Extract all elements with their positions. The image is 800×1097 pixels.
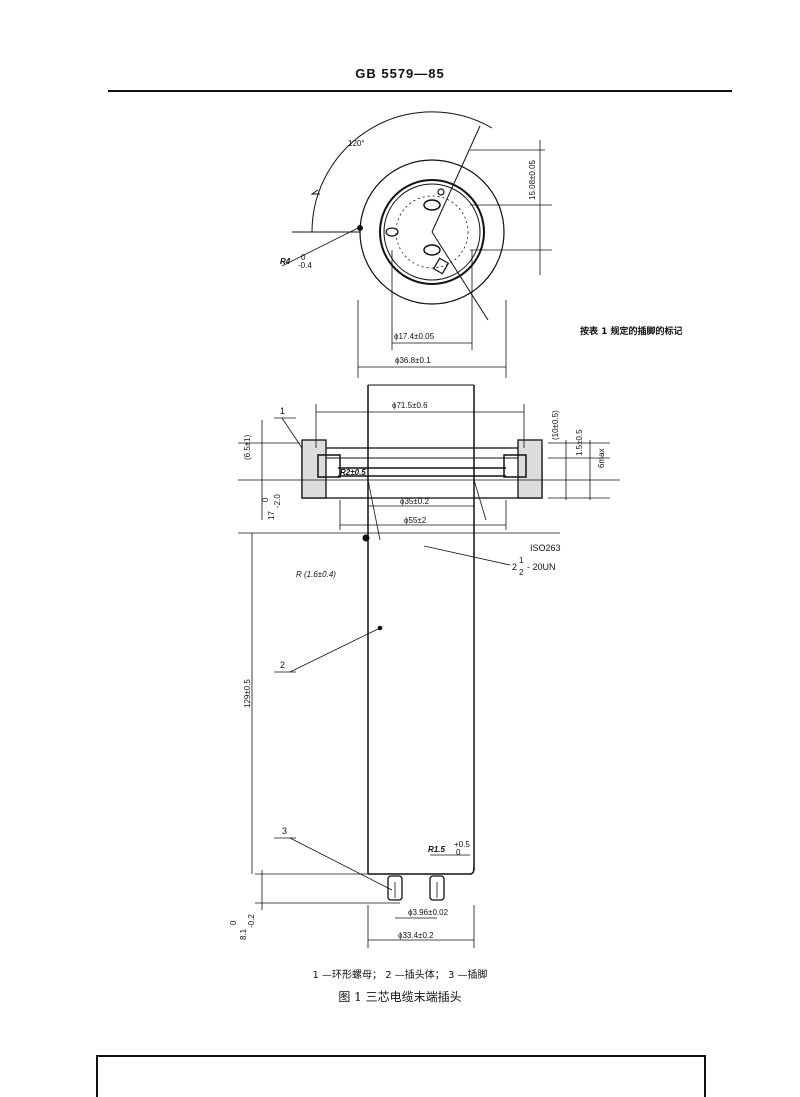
pin-top-view-1	[423, 199, 441, 211]
r15-label: R1.5	[428, 845, 445, 854]
pin-side-view-2	[429, 875, 445, 901]
thread-fraction-den: 2	[519, 568, 524, 577]
pin-key	[432, 257, 450, 275]
iso-label: ISO263	[530, 543, 561, 553]
dim-17-tol-upper: 0	[261, 497, 270, 502]
r15-tol-upper: +0.5	[454, 840, 470, 849]
r15-tol-lower: 0	[456, 848, 461, 857]
dia-55-label: ϕ55±2	[404, 516, 427, 525]
header-rule	[108, 90, 732, 92]
page-header-title: GB 5579—85	[355, 66, 445, 81]
r2-label: R2±0.5	[340, 468, 366, 477]
body-circle	[379, 179, 485, 285]
dia-396-label: ϕ3.96±0.02	[408, 908, 449, 917]
pin-top-view-2	[423, 244, 441, 256]
radial-line-lower	[431, 231, 489, 321]
pitch-circle	[395, 195, 469, 269]
inner-circle	[383, 183, 481, 281]
r16-label: R (1.6±0.4)	[296, 570, 336, 579]
top-view	[281, 111, 552, 378]
radial-line-upper	[431, 125, 481, 233]
dim-15-label: 1.5±0.5	[575, 429, 584, 456]
dim-17-tol-lower: -2.0	[273, 494, 282, 508]
thread-prefix: 2	[512, 562, 517, 572]
radius-tol-upper: 0	[301, 253, 306, 262]
dim-65-label: (6.5±1)	[243, 434, 252, 460]
pitch-dim-label: 15.08±0.05	[528, 159, 537, 200]
thread-fraction-num: 1	[519, 556, 524, 565]
part-1-label: 1	[280, 406, 285, 416]
dim-129-label: 129±0.5	[243, 679, 252, 708]
thread-suffix: - 20UN	[527, 562, 556, 572]
dim-81-tol-upper: 0	[229, 920, 238, 925]
dim-17-label: 17	[267, 511, 276, 520]
dim-6max-label: 6max	[597, 448, 606, 468]
part-3-label: 3	[282, 826, 287, 836]
figure-caption: 图 1 三芯电缆末端插头	[338, 990, 462, 1004]
inner-dia-label: ϕ17.4±0.05	[394, 332, 435, 341]
figure-legend: 1 —环形螺母； 2 —插头体； 3 —插脚	[312, 970, 488, 981]
outer-dia-label: ϕ36.8±0.1	[395, 356, 431, 365]
radius-tol-lower: -0.4	[298, 261, 312, 270]
dia-35-label: ϕ35±0.2	[400, 497, 429, 506]
angle-label: 120°	[348, 139, 365, 148]
dia-334-label: ϕ33.4±0.2	[398, 931, 434, 940]
pin-marking-note: 按表 1 规定的插脚的标记	[580, 327, 683, 337]
dim-81-label: 8.1	[239, 928, 248, 940]
pin-top-view-3	[385, 227, 399, 237]
part-2-label: 2	[280, 660, 285, 670]
radius-label: R4	[280, 257, 291, 266]
bottom-frame	[96, 1055, 706, 1097]
flange-dia-label: ϕ71.5±0.6	[392, 401, 428, 410]
dim-81-tol-lower: -0.2	[247, 914, 256, 928]
angle-arc	[311, 111, 493, 233]
side-view	[238, 384, 620, 948]
dim-10-label: (10±0.5)	[551, 410, 560, 440]
